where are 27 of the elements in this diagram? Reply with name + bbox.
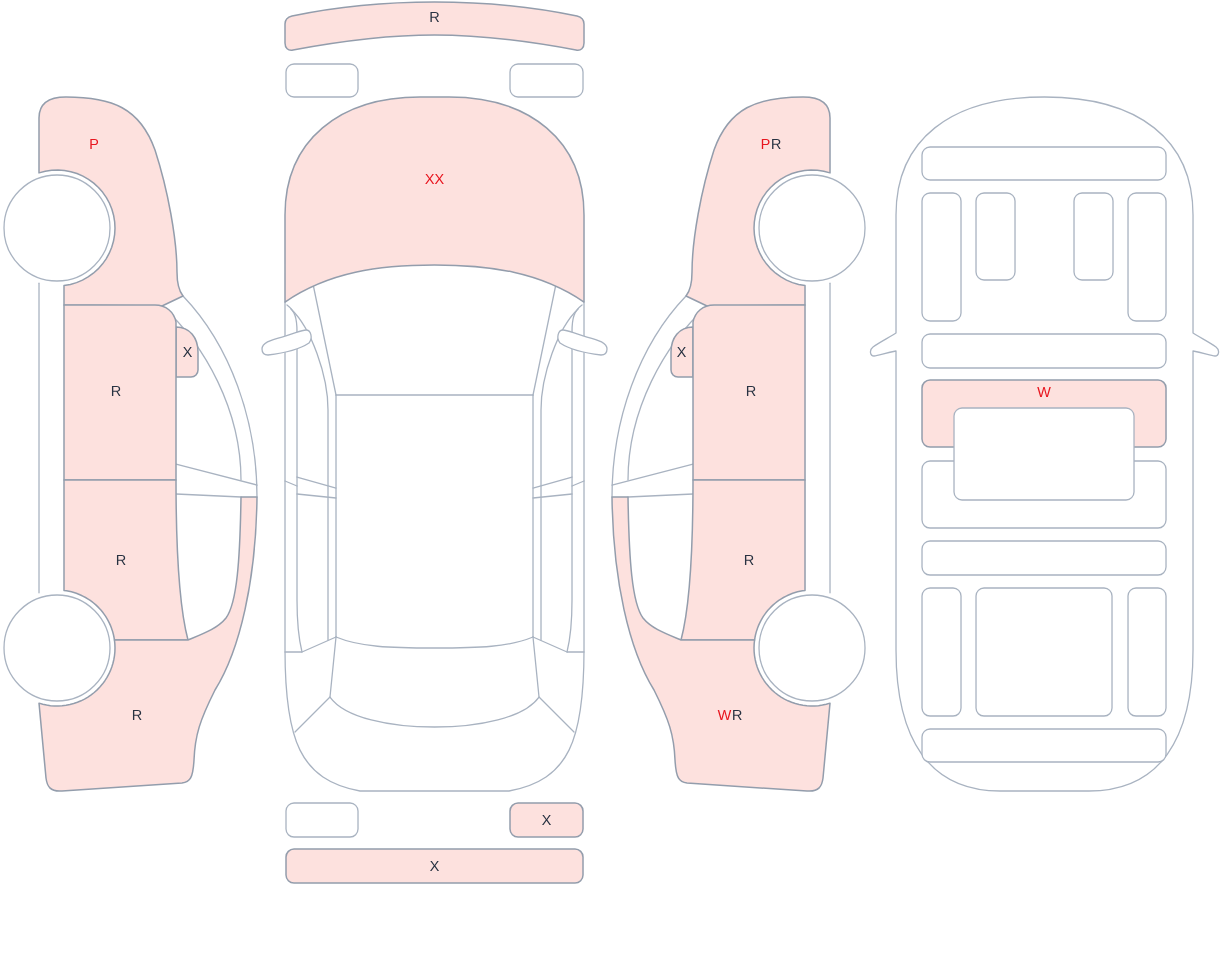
- part-outline: [1127, 192, 1167, 322]
- bumper-panel: R: [284, 1, 585, 51]
- mirror-panel: X: [670, 326, 694, 378]
- part-outline: [975, 587, 1113, 717]
- part-outline: [921, 146, 1167, 181]
- part-outline: [1073, 192, 1114, 281]
- part-outline: [921, 540, 1167, 576]
- door-panel: R: [692, 304, 806, 481]
- part-outline: [921, 192, 962, 322]
- door-panel: R: [680, 479, 806, 641]
- part-outline: [921, 587, 962, 717]
- part-outline: [953, 407, 1135, 501]
- lamp-outline: [509, 63, 584, 98]
- fender-panel: P: [38, 96, 184, 307]
- lamp-outline: [285, 802, 359, 838]
- part-outline: [921, 728, 1167, 763]
- lamp-outline: [285, 63, 359, 98]
- door-panel: R: [63, 304, 177, 481]
- hood-panel: XX: [284, 96, 585, 303]
- part-outline: [1127, 587, 1167, 717]
- fender-panel: P R: [685, 96, 831, 307]
- mirror-panel: X: [175, 326, 199, 378]
- bumper-panel: X: [285, 848, 584, 884]
- part-outline: [975, 192, 1016, 281]
- door-panel: R: [63, 479, 189, 641]
- lamp-panel: X: [509, 802, 584, 838]
- part-outline: [921, 333, 1167, 369]
